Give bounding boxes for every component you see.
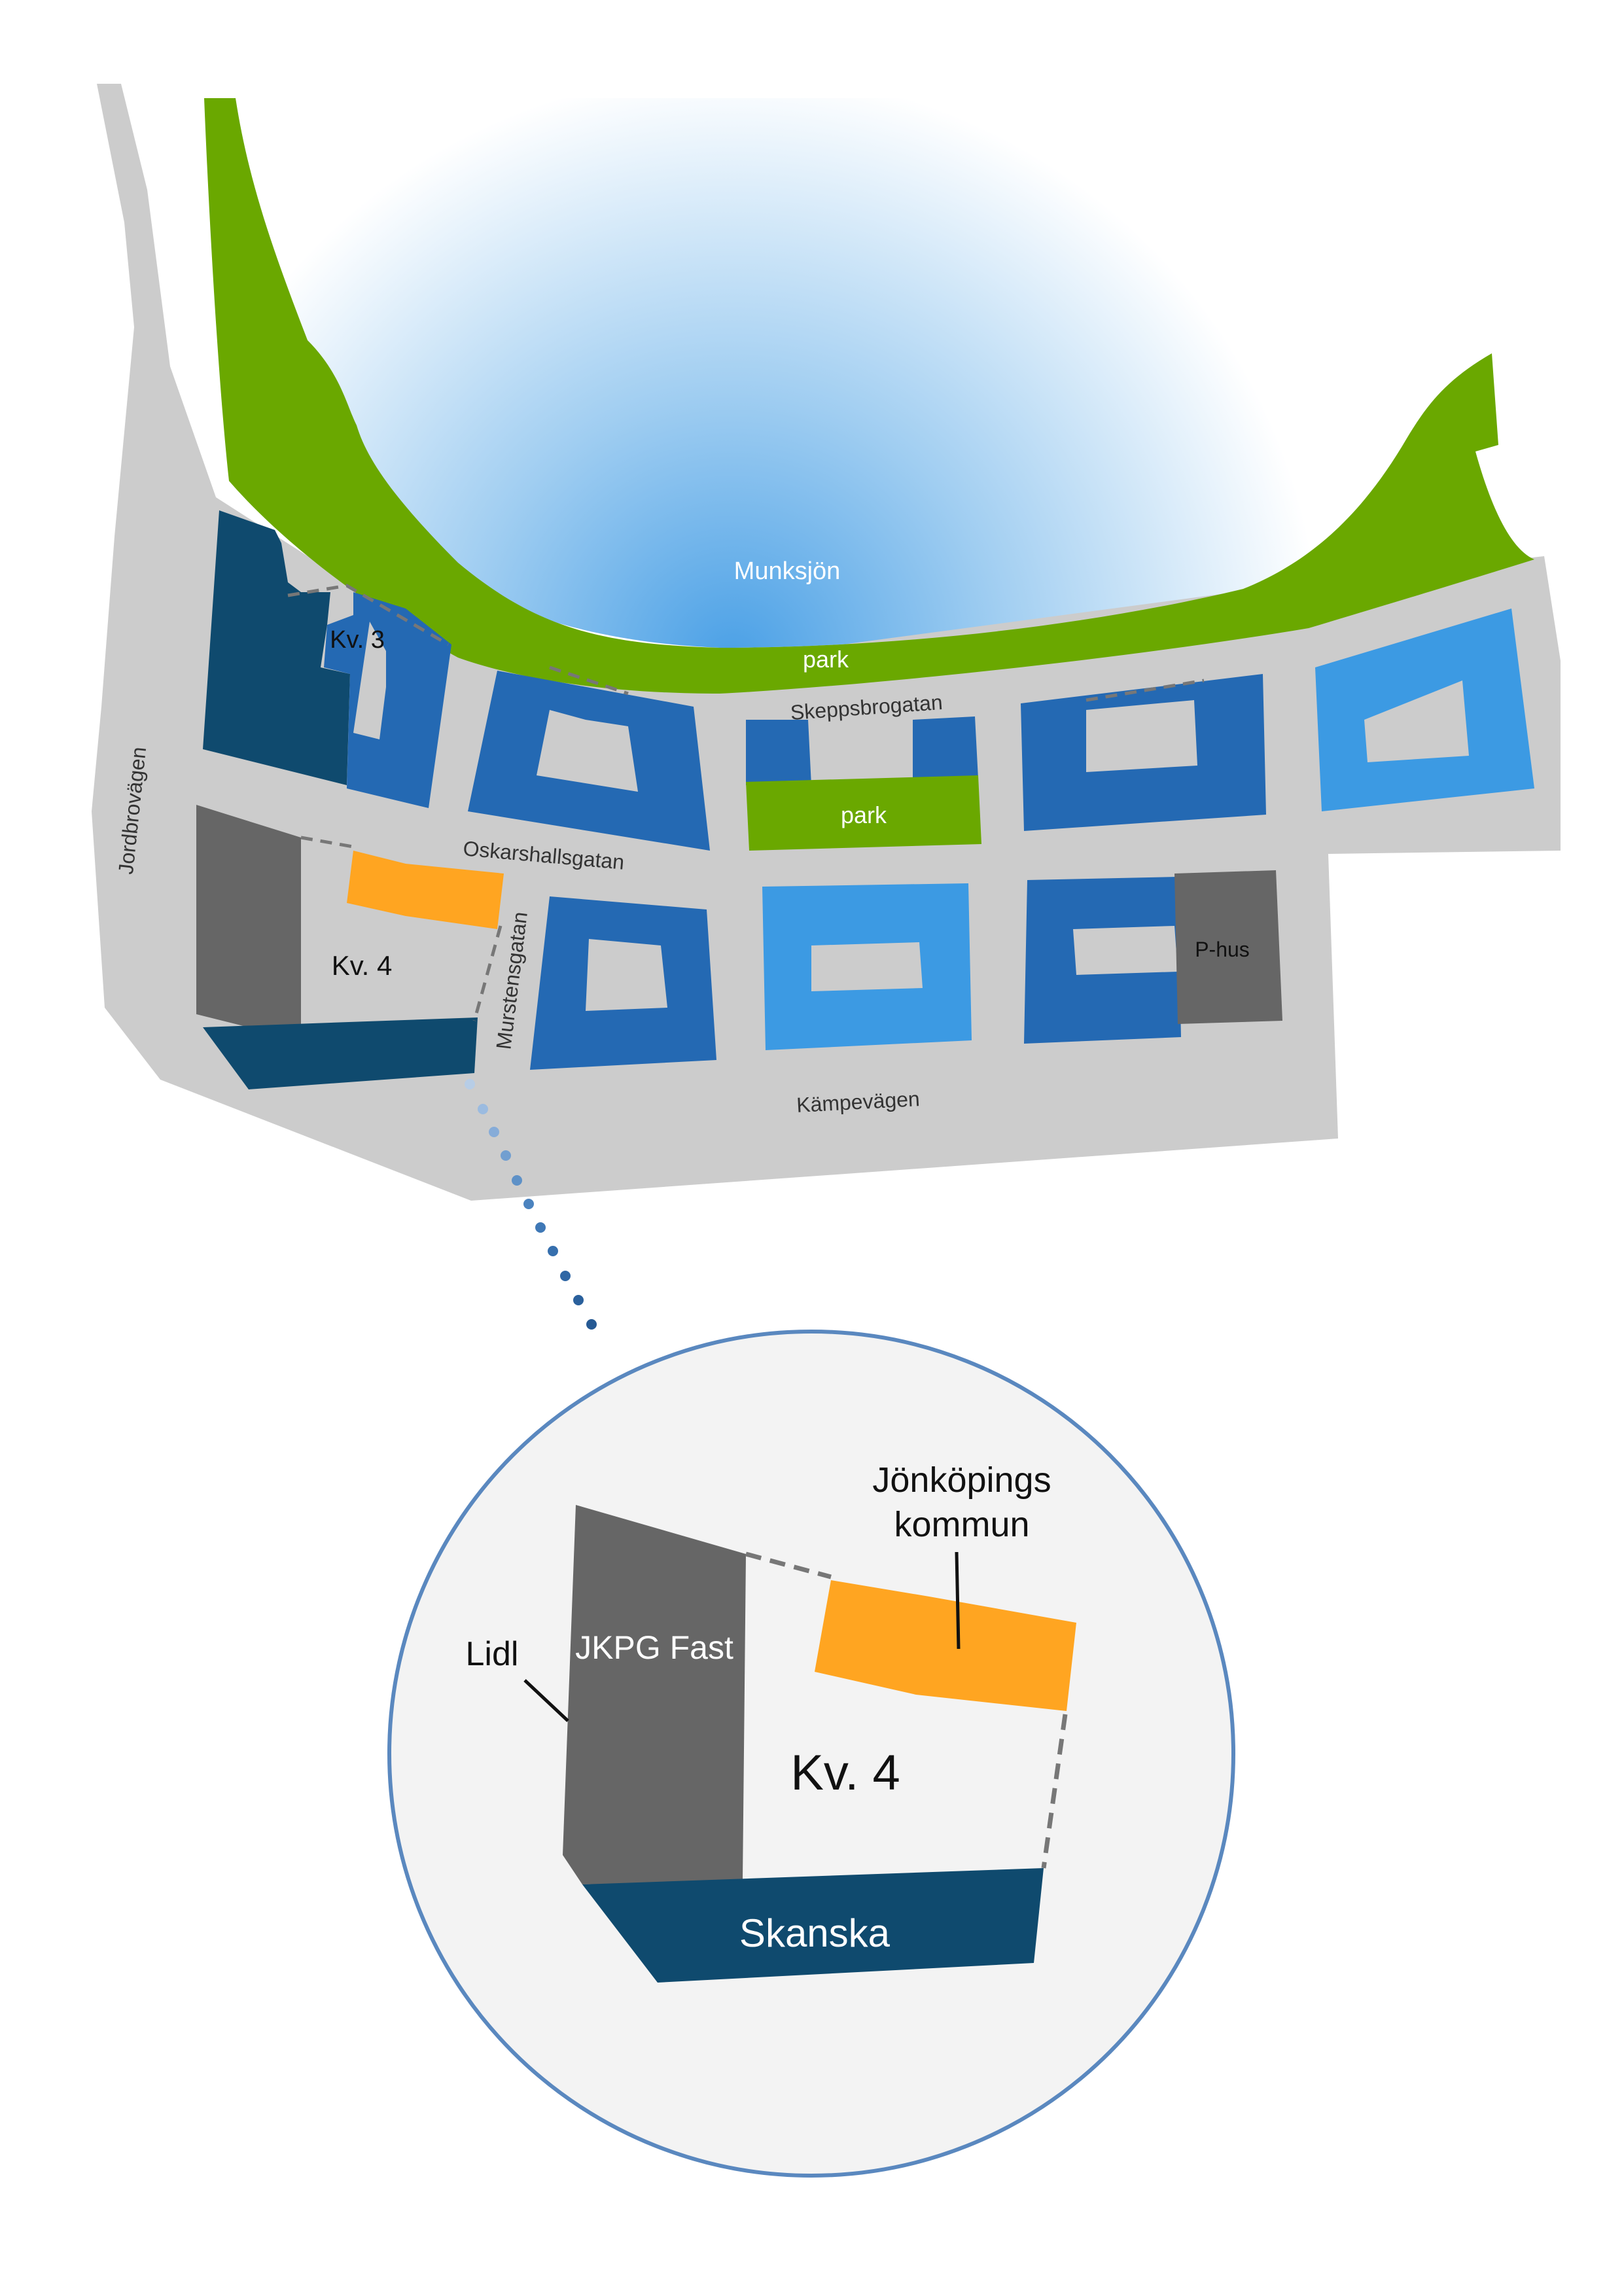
p-hus-label: P-hus [1195,938,1250,961]
kv3-dark-block [203,510,350,785]
detail-lidl-label: Lidl [466,1635,519,1673]
kv4-dark-block [196,805,301,1040]
block-t2-left [746,720,811,785]
block-t1 [468,671,710,851]
kv4-label: Kv. 4 [332,950,393,981]
kv3-label: Kv. 3 [330,626,385,654]
detail-jonkopings-line2: kommun [894,1505,1029,1544]
block-b2 [762,883,972,1050]
kv4-jonkoping-lot [347,851,504,929]
kv3-blue-block [324,592,451,808]
block-t2-right [913,716,978,779]
detail-skanska-block [582,1868,1044,1983]
park-label-top: park [803,646,849,673]
block-t4 [1315,609,1534,811]
detail-kv4-label: Kv. 4 [790,1745,900,1801]
detail-jkpg-fast-label: JKPG Fast [575,1629,733,1666]
lidl-leader-line [523,1679,569,1722]
zoom-connector [465,1079,597,1330]
lake-munksjon [229,98,1505,648]
detail-boundaries [745,1551,1068,1869]
block-b3 [1024,877,1181,1044]
property-boundaries [287,584,1205,1021]
detail-magnifier: JKPG Fast Kv. 4 Skanska Lidl Jönköpings … [387,1330,1235,2178]
p-hus-block [1174,870,1282,1024]
lake-label: Munksjön [734,557,841,585]
park-block [746,775,981,851]
park-label-block: park [841,802,887,828]
detail-jonkoping-lot [815,1580,1076,1711]
block-t3 [1021,674,1266,831]
block-b1 [530,896,716,1070]
jonkoping-leader-line [955,1551,961,1650]
detail-jkpg-fast-block [563,1505,746,1884]
detail-jonkopings-line1: Jönköpings [872,1460,1051,1500]
kv4-skanska-block [203,1017,478,1089]
detail-skanska-label: Skanska [739,1911,891,1955]
